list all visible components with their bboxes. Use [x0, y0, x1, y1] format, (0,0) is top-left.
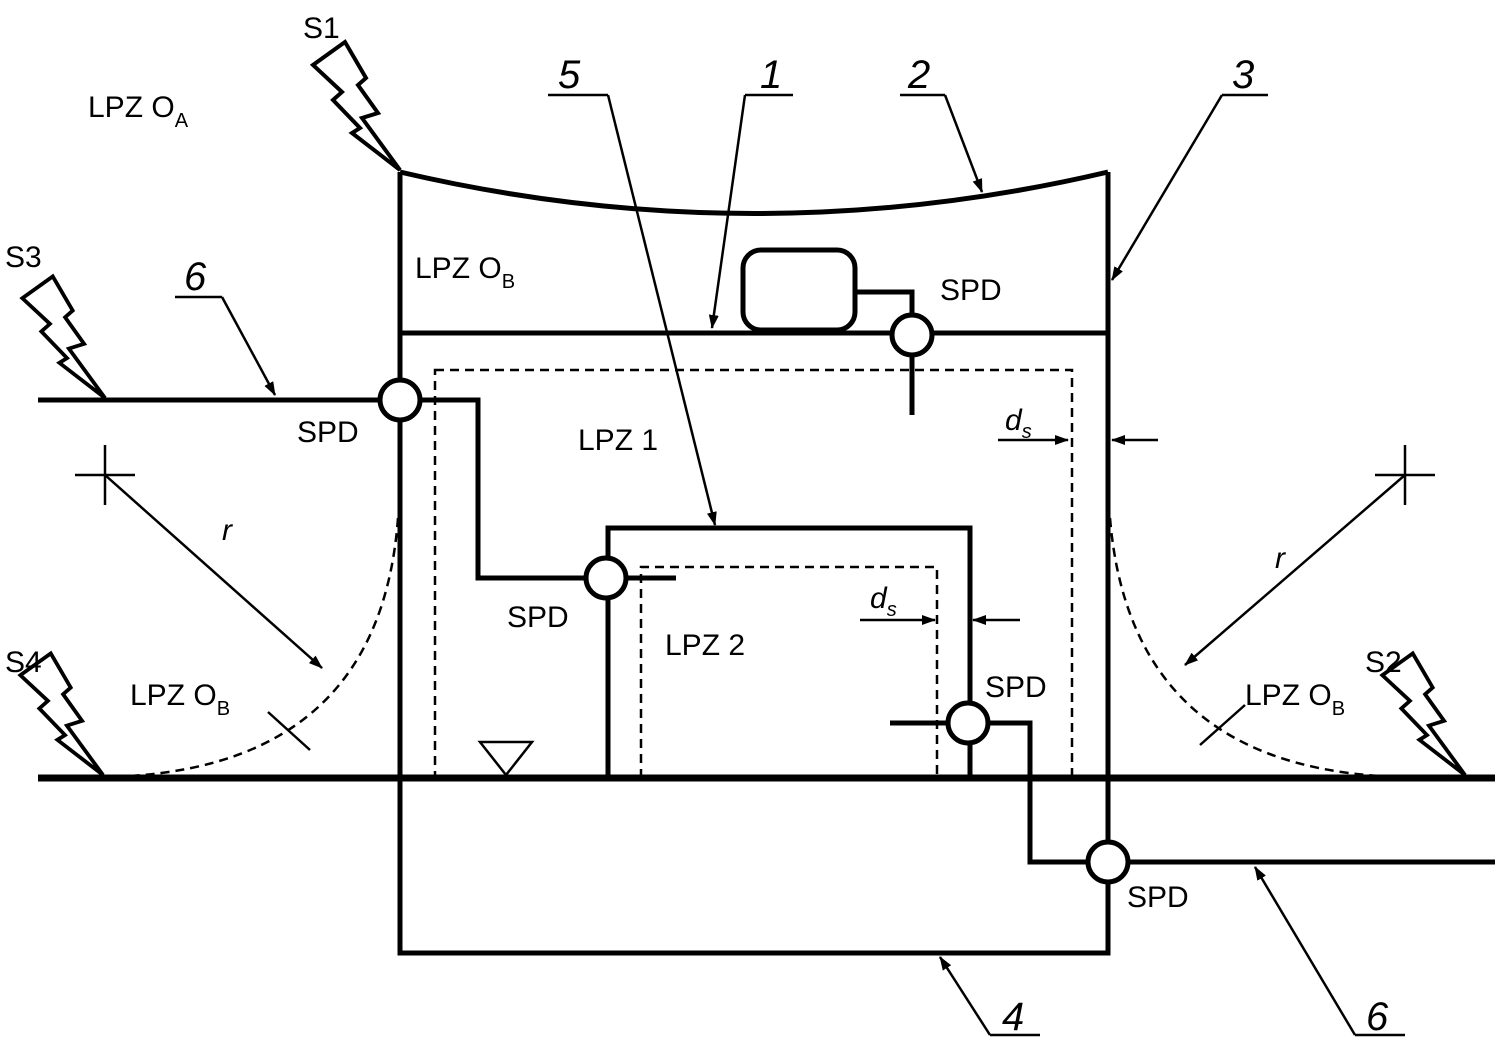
callout-4: 4 — [1002, 995, 1024, 1039]
label-spd-lpz2-in: SPD — [507, 601, 569, 634]
radius-left — [104, 474, 323, 669]
spd-lpz2-in-icon — [583, 555, 629, 601]
callout-3: 3 — [1232, 53, 1254, 97]
label-s1: S1 — [303, 12, 340, 45]
callout-6-left: 6 — [184, 255, 207, 299]
earth-symbol-icon — [477, 740, 535, 778]
roof-equipment-box — [740, 247, 858, 333]
lpz2-shield — [605, 525, 973, 778]
spd-lpz2-out-icon — [945, 700, 991, 746]
label-spd-roof: SPD — [940, 274, 1002, 307]
callout-1: 1 — [760, 53, 782, 97]
label-ds-top: ds — [1005, 404, 1032, 443]
equipment-wire — [855, 289, 915, 315]
label-lpz0b-left: LPZ OB — [130, 679, 230, 720]
lightning-s3-icon — [20, 274, 107, 400]
lpz1-boundary — [433, 368, 1074, 780]
label-spd-bottom: SPD — [1127, 881, 1189, 914]
building-walls — [397, 172, 1111, 956]
label-lpz0b-top: LPZ OB — [415, 252, 515, 293]
lpz2-boundary — [639, 565, 939, 778]
spd-bottom-icon — [1085, 839, 1131, 885]
tick-right — [1199, 704, 1246, 746]
label-spd-left: SPD — [297, 416, 359, 449]
label-r-right: r — [1275, 542, 1286, 575]
rolling-sphere-arc-right — [1108, 517, 1381, 778]
label-s3: S3 — [5, 241, 42, 274]
label-s2: S2 — [1365, 646, 1402, 679]
spd-roof-icon — [889, 312, 935, 358]
label-lpz0b-right: LPZ OB — [1245, 679, 1345, 720]
internal-line-left — [420, 397, 586, 581]
callout-5: 5 — [558, 53, 581, 97]
internal-line-right — [988, 720, 1088, 865]
label-lpz2: LPZ 2 — [665, 629, 745, 662]
lightning-s1-icon — [311, 40, 402, 172]
rolling-sphere-arc-left — [129, 517, 400, 778]
label-lpz1: LPZ 1 — [578, 424, 658, 457]
label-ds-bottom: ds — [870, 582, 897, 621]
label-spd-lpz2-out: SPD — [985, 671, 1047, 704]
radius-right — [1184, 474, 1406, 666]
label-s4: S4 — [5, 646, 42, 679]
roof-air-termination — [399, 169, 1109, 216]
tick-left — [267, 711, 311, 751]
spd-left-icon — [377, 377, 423, 423]
callout-6-right: 6 — [1366, 995, 1389, 1039]
label-lpz0a: LPZ OA — [88, 91, 189, 132]
callout-2: 2 — [907, 53, 930, 97]
label-r-left: r — [222, 514, 233, 547]
